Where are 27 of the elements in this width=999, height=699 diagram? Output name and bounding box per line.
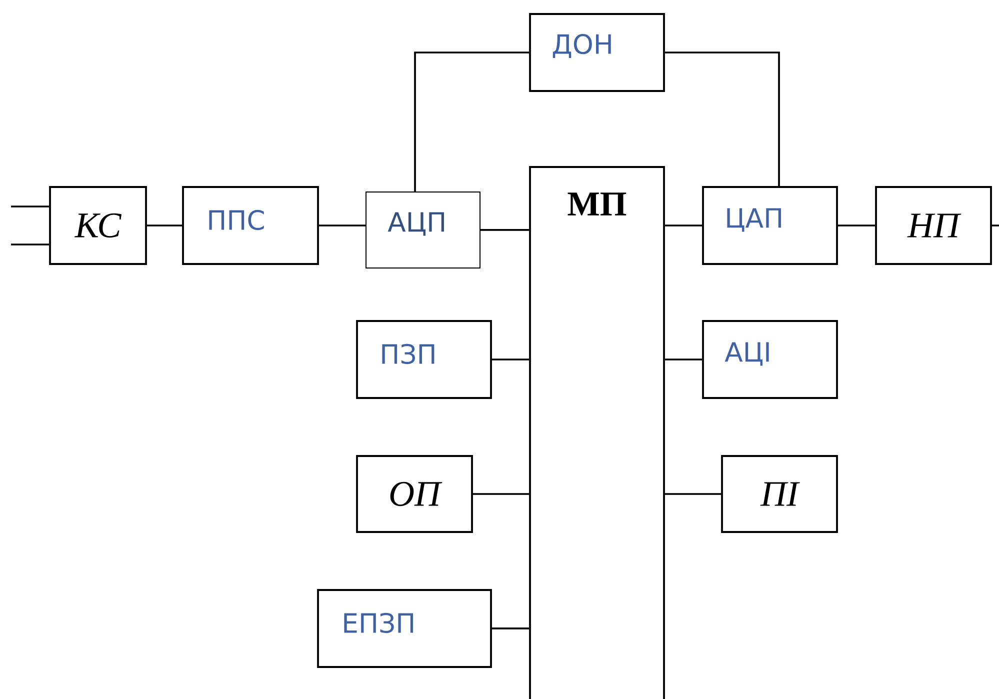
processor-bus-box: МП: [529, 166, 665, 699]
block-box: ЕПЗП: [317, 589, 492, 668]
connector-line: [11, 206, 50, 208]
block-box: АЦП: [366, 192, 480, 268]
connector-line: [838, 224, 876, 226]
connector-line: [492, 628, 530, 630]
connector-line: [492, 358, 530, 360]
connector-line: [664, 224, 702, 226]
connector-line: [664, 52, 780, 186]
block-box: ПІ: [721, 455, 838, 533]
block-box: КС: [49, 186, 147, 265]
block-box: АЦІ: [702, 320, 838, 399]
connector-line: [480, 229, 530, 231]
block-box: ОП: [356, 455, 473, 533]
connector-line: [146, 224, 182, 226]
block-box: НП: [875, 186, 992, 265]
block-box: ППС: [182, 186, 319, 265]
block-box: ДОН: [529, 13, 665, 92]
block-box: ПЗП: [356, 320, 492, 399]
connector-line: [414, 52, 530, 192]
connector-line: [318, 224, 366, 226]
block-box: ЦАП: [702, 186, 838, 265]
connector-line: [11, 244, 50, 246]
connector-line: [664, 358, 702, 360]
connector-line: [472, 493, 530, 495]
connector-line: [664, 493, 722, 495]
connector-line: [992, 224, 999, 226]
